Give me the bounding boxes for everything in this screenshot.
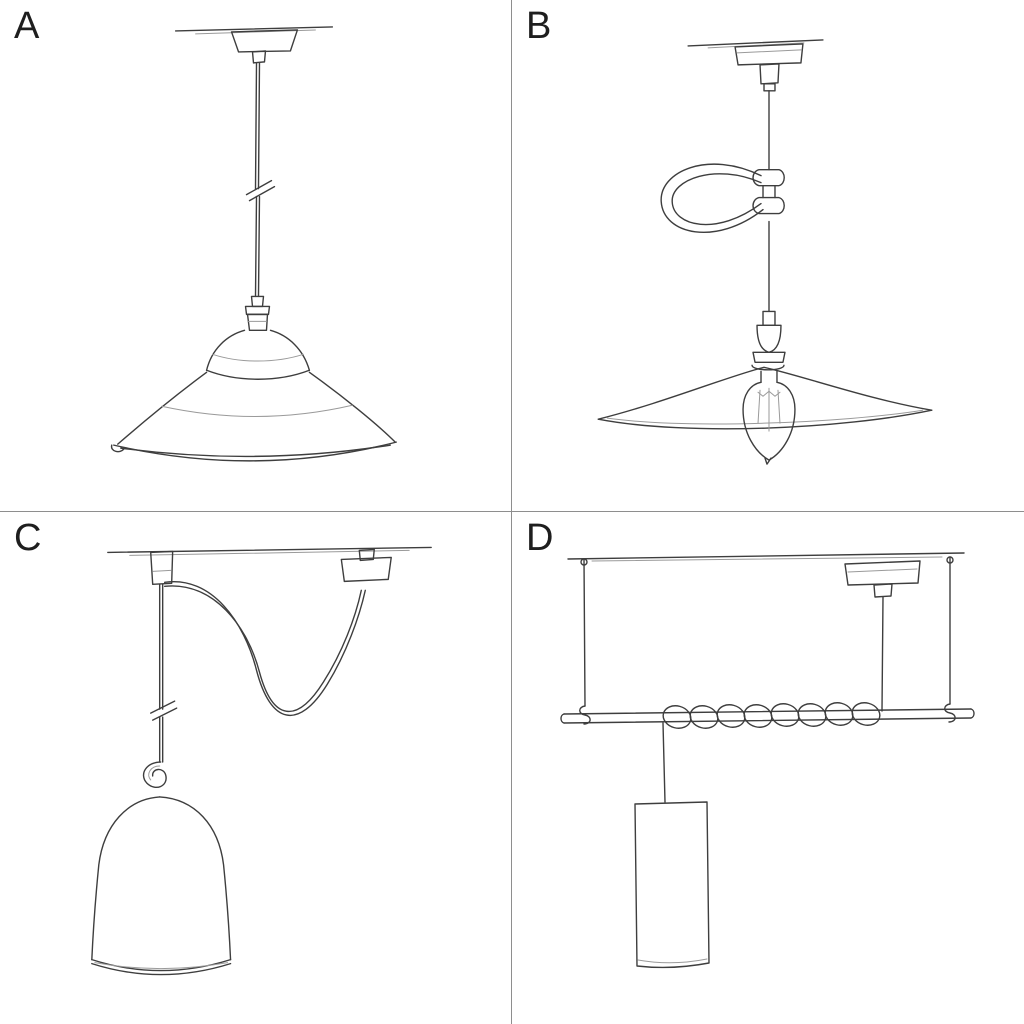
panel-c: C bbox=[0, 512, 512, 1024]
panel-d: D bbox=[512, 512, 1024, 1024]
panel-c-label: C bbox=[14, 517, 43, 559]
panel-a: A bbox=[0, 0, 512, 512]
panel-a-label: A bbox=[14, 5, 41, 47]
panel-b-label: B bbox=[526, 5, 553, 47]
panel-d-label: D bbox=[526, 517, 555, 559]
swag-bell-cloche-pendant-illustration bbox=[91, 546, 432, 976]
panel-b: B bbox=[512, 0, 1024, 512]
wrapped-bar-tube-pendant-illustration bbox=[560, 552, 975, 969]
industrial-barn-shade-pendant-illustration bbox=[110, 26, 397, 462]
saucer-shade-edison-bulb-pendant-illustration bbox=[597, 39, 933, 465]
